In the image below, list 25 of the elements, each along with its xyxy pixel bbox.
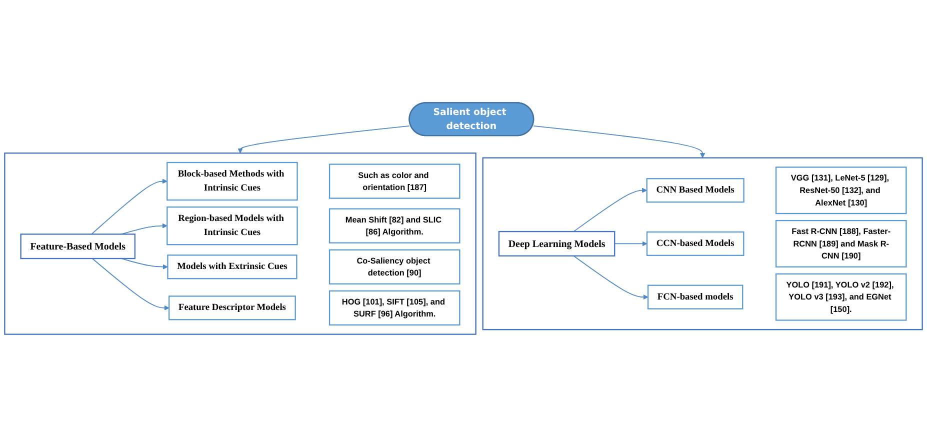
node-box: Feature-Based Models <box>20 234 136 260</box>
node-box: Such as color and orientation [187] <box>328 164 460 199</box>
node-box: CNN Based Models <box>646 178 744 203</box>
node-box: VGG [131], LeNet-5 [129], ResNet-50 [132], and AlexNet [130] <box>775 166 907 214</box>
arrow <box>573 255 648 300</box>
arrow <box>533 125 706 158</box>
arrow <box>573 188 648 232</box>
node-box: HOG [101], SIFT [105], and SURF [96] Algorithm. <box>328 290 460 326</box>
node-box: Co-Saliency object detection [90] <box>328 249 460 284</box>
cluster <box>4 152 476 335</box>
node-box: CCN-based Models <box>646 231 744 256</box>
arrow <box>92 258 170 310</box>
node-box: Fast R-CNN [188], Faster-RCNN [189] and Mask R-CNN [190] <box>775 220 907 268</box>
node-box: YOLO [191], YOLO v2 [192], YOLO v3 [193], and EGNet [150]. <box>775 273 907 321</box>
arrow <box>91 178 168 235</box>
arrow <box>238 125 410 154</box>
node-box: Mean Shift [82] and SLIC [86] Algorithm. <box>328 208 460 244</box>
node-box: Deep Learning Models <box>498 230 616 256</box>
node-box: Feature Descriptor Models <box>168 296 296 320</box>
node-box: Models with Extrinsic Cues <box>167 254 298 280</box>
arrow <box>614 241 648 246</box>
node-box: FCN-based models <box>647 284 744 310</box>
node-box: Region-based Models with Intrinsic Cues <box>166 206 298 246</box>
cluster <box>482 157 923 330</box>
node-box: Block-based Methods with Intrinsic Cues <box>166 162 298 201</box>
